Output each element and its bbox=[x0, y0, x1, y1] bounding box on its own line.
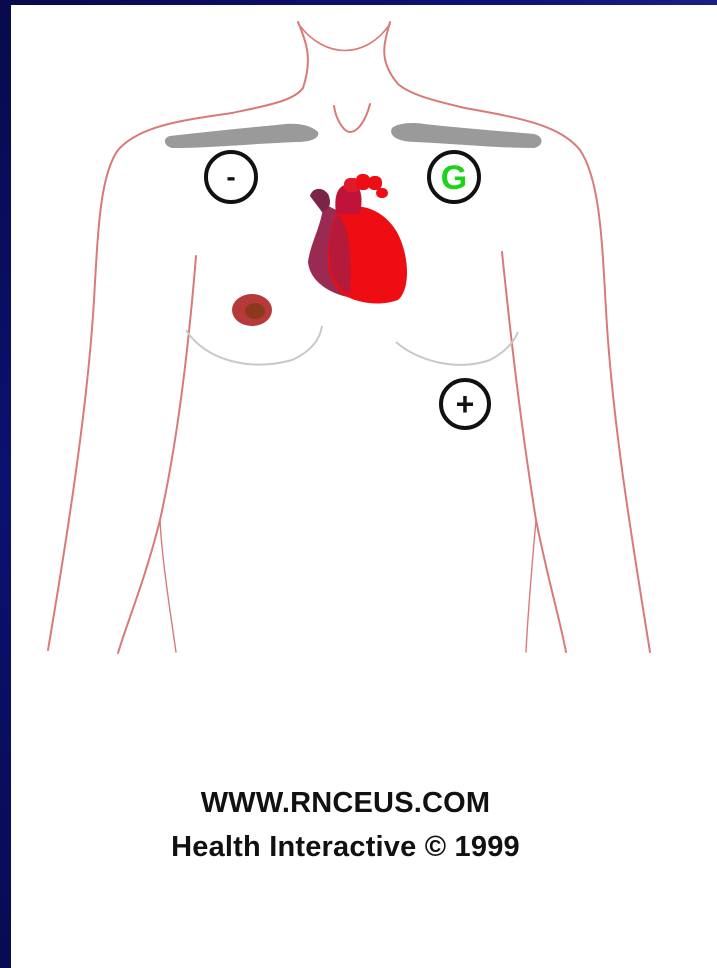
left-shoulder-line bbox=[48, 113, 232, 650]
ground-electrode-label: G bbox=[441, 159, 467, 197]
right-inner-arm-line bbox=[502, 252, 566, 652]
right-arm-fold bbox=[526, 520, 536, 652]
ground-electrode: G bbox=[429, 152, 479, 202]
negative-electrode-label: - bbox=[226, 161, 235, 192]
right-breast-curve bbox=[396, 332, 518, 365]
positive-electrode-label: + bbox=[456, 386, 475, 422]
left-clavicle bbox=[165, 124, 318, 148]
left-inner-arm-line bbox=[118, 256, 196, 653]
sternal-notch bbox=[334, 104, 370, 132]
negative-electrode: - bbox=[206, 152, 256, 202]
chest-curves bbox=[186, 326, 518, 365]
clavicles bbox=[165, 123, 542, 148]
copyright-credit: Health Interactive © 1999 bbox=[0, 831, 704, 864]
right-clavicle bbox=[391, 123, 541, 148]
positive-electrode: + bbox=[441, 380, 489, 428]
website-credit: WWW.RNCEUS.COM bbox=[0, 787, 704, 820]
right-shoulder-line bbox=[465, 108, 650, 652]
nipple-marker bbox=[232, 294, 272, 326]
neck-top-curve bbox=[300, 24, 390, 51]
left-arm-fold bbox=[160, 520, 176, 652]
neck-right-line bbox=[384, 22, 465, 108]
left-breast-curve bbox=[186, 326, 322, 365]
torso-outline bbox=[48, 22, 650, 653]
neck-left-line bbox=[232, 22, 308, 113]
heart-icon bbox=[308, 174, 407, 303]
